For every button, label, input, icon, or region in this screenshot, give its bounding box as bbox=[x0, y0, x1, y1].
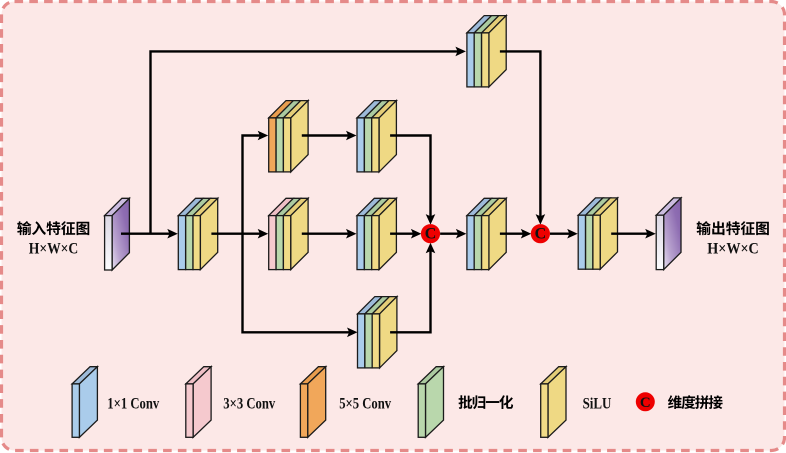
svg-text:H×W×C: H×W×C bbox=[707, 241, 759, 258]
svg-text:SiLU: SiLU bbox=[583, 395, 612, 412]
svg-text:3×3 Conv: 3×3 Conv bbox=[223, 395, 275, 412]
svg-text:5×5 Conv: 5×5 Conv bbox=[339, 395, 391, 412]
svg-text:1×1 Conv: 1×1 Conv bbox=[107, 395, 159, 412]
svg-text:H×W×C: H×W×C bbox=[29, 241, 79, 258]
svg-text:C: C bbox=[535, 226, 547, 243]
svg-text:C: C bbox=[640, 395, 651, 411]
svg-text:C: C bbox=[425, 226, 437, 243]
